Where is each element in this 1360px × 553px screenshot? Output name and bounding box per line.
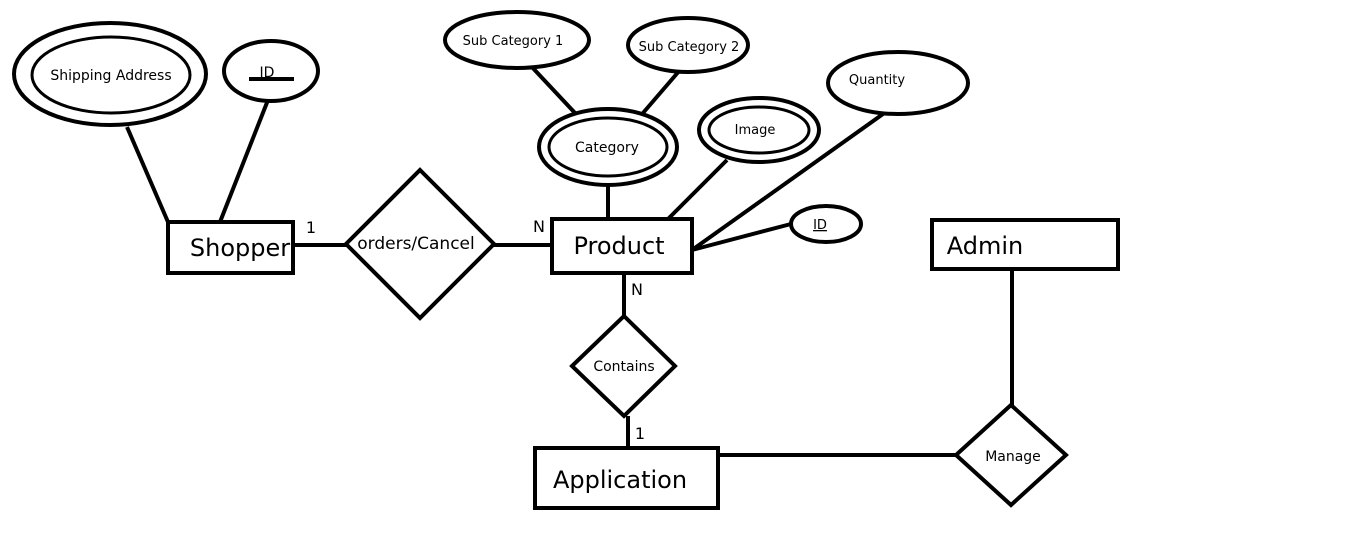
attribute-shipping-address-label: Shipping Address [50,68,171,84]
attribute-sub-category-1-label: Sub Category 1 [463,34,564,49]
relationship-manage[interactable]: Manage [953,402,1069,508]
attribute-sub-category-2[interactable]: Sub Category 2 [626,16,750,74]
attribute-category[interactable]: Category [537,107,679,187]
attribute-quantity[interactable]: Quantity [826,50,970,116]
attribute-sub-category-2-label: Sub Category 2 [639,40,740,55]
line-sub-category-2-category [641,68,682,115]
relationship-manage-label: Manage [985,449,1041,465]
entity-admin[interactable]: Admin [930,218,1120,271]
attribute-shipping-address[interactable]: Shipping Address [12,21,208,127]
attribute-image[interactable]: Image [697,96,821,164]
attribute-category-label: Category [575,140,639,156]
line-image-product [666,158,729,221]
entity-application[interactable]: Application [533,446,720,510]
attribute-sub-category-1[interactable]: Sub Category 1 [443,10,591,70]
relationship-orders-cancel[interactable]: orders/Cancel [343,167,497,321]
relationship-orders-cancel-label: orders/Cancel [357,234,475,254]
entity-shopper[interactable]: Shopper [166,220,295,275]
entity-application-label: Application [553,466,687,494]
attribute-image-label: Image [735,123,776,138]
attribute-quantity-label: Quantity [849,73,905,88]
line-sub-category-1-category [528,63,577,115]
relationship-contains[interactable]: Contains [569,313,678,419]
attribute-product-id[interactable]: ID [789,204,863,244]
entity-admin-label: Admin [947,232,1024,260]
line-shopper-id-shopper [218,99,270,223]
line-product-id-product [691,222,792,252]
cardinality-product-contains: N [631,280,643,299]
attribute-product-id-label: ID [813,218,827,233]
relationship-contains-label: Contains [593,359,654,375]
cardinality-shopper-orders: 1 [306,218,316,237]
cardinality-product-orders: N [533,217,545,236]
connector-lines [125,63,1014,457]
line-shipping-address-shopper [125,126,170,223]
entity-product[interactable]: Product [550,217,694,275]
cardinality-application-contains: 1 [635,424,645,443]
entity-shopper-label: Shopper [190,234,290,262]
entity-product-label: Product [573,232,664,260]
line-quantity-product [690,112,885,252]
attribute-shopper-id[interactable]: ID [222,39,320,103]
